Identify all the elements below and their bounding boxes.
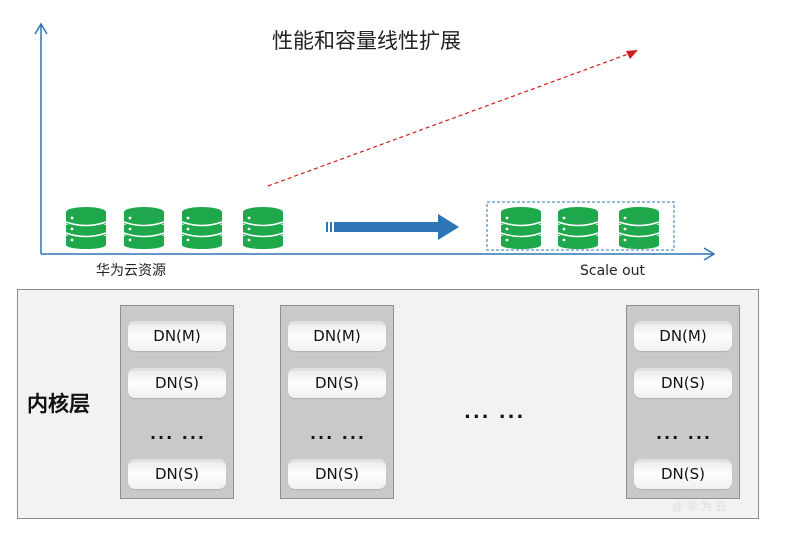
scaling-diagram [34,22,716,261]
dn-standby-node: DN(S) [128,459,226,489]
dn-standby-node: DN(S) [128,368,226,398]
trend-arrow-icon [267,50,638,187]
dn-column: DN(M) DN(S) ... ... DN(S) [626,305,740,499]
database-icon [618,206,660,250]
database-icon [500,206,542,250]
left-database-group [65,206,284,250]
database-icon [123,206,165,250]
database-icon [242,206,284,250]
dn-standby-node: DN(S) [288,368,386,398]
dn-standby-node: DN(S) [634,459,732,489]
chart-title: 性能和容量线性扩展 [272,29,461,53]
dn-column: DN(M) DN(S) ... ... DN(S) [120,305,234,499]
kernel-layer-title: 内核层 [27,392,90,416]
dn-column: DN(M) DN(S) ... ... DN(S) [280,305,394,499]
database-icon [181,206,223,250]
dn-master-node: DN(M) [128,321,226,351]
node-ellipsis: ... ... [309,424,367,443]
x-axis [41,247,716,261]
node-ellipsis: ... ... [655,424,713,443]
scale-out-box [486,201,675,251]
dn-standby-node: DN(S) [288,459,386,489]
database-icon [65,206,107,250]
dn-standby-node: DN(S) [634,368,732,398]
node-ellipsis: ... ... [149,424,207,443]
column-ellipsis: ... ... [464,402,526,423]
dn-master-node: DN(M) [634,321,732,351]
arrow-right-icon [326,214,459,240]
watermark: @ 华 为 云 [672,500,727,513]
dn-master-node: DN(M) [288,321,386,351]
database-icon [557,206,599,250]
scaled-database-group [486,201,675,251]
y-axis [34,22,48,254]
scale-out-label: Scale out [580,263,646,279]
resource-label: 华为云资源 [96,263,166,279]
